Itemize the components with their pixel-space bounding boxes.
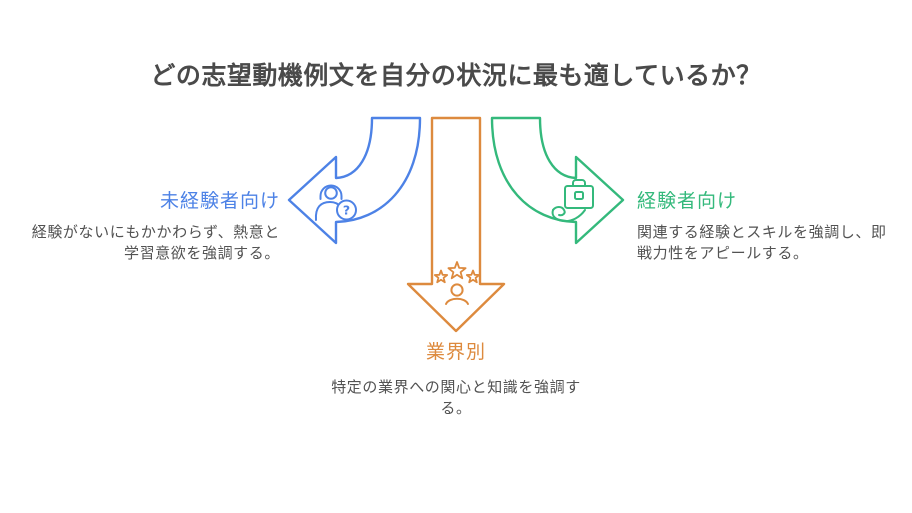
branch-desc-industry: 特定の業界への関心と知識を強調す る。 (331, 379, 581, 417)
question-mark-glyph: ? (343, 203, 350, 218)
arrow-down-industry (406, 116, 506, 333)
branch-desc-experienced: 関連する経験とスキルを強調し、即 戦力性をアピールする。 (637, 224, 887, 262)
curved-arrow-left (287, 116, 422, 245)
curved-arrow-right (490, 116, 625, 245)
branch-desc-beginner: 経験がないにもかかわらず、熱意と 学習意欲を強調する。 (31, 224, 280, 262)
support-person-question-icon: ? (314, 184, 357, 221)
branch-block-industry: 業界別 特定の業界への関心と知識を強調す る。 (306, 342, 606, 419)
arrow-left-beginner: ? (287, 116, 422, 245)
straight-arrow-down (406, 116, 506, 333)
page-title: どの志望動機例文を自分の状況に最も適しているか？ (150, 62, 762, 90)
arrow-right-experienced (490, 116, 625, 245)
branch-block-experienced: 経験者向け 関連する経験とスキルを強調し、即 戦力性をアピールする。 (637, 191, 909, 264)
person-three-stars-icon (433, 261, 481, 305)
branch-label-experienced: 経験者向け (637, 191, 738, 212)
branch-label-beginner: 未経験者向け (159, 191, 280, 212)
branch-block-beginner: 未経験者向け 経験がないにもかかわらず、熱意と 学習意欲を強調する。 (28, 191, 280, 264)
hand-briefcase-icon (551, 179, 594, 223)
branch-label-industry: 業界別 (425, 342, 486, 363)
